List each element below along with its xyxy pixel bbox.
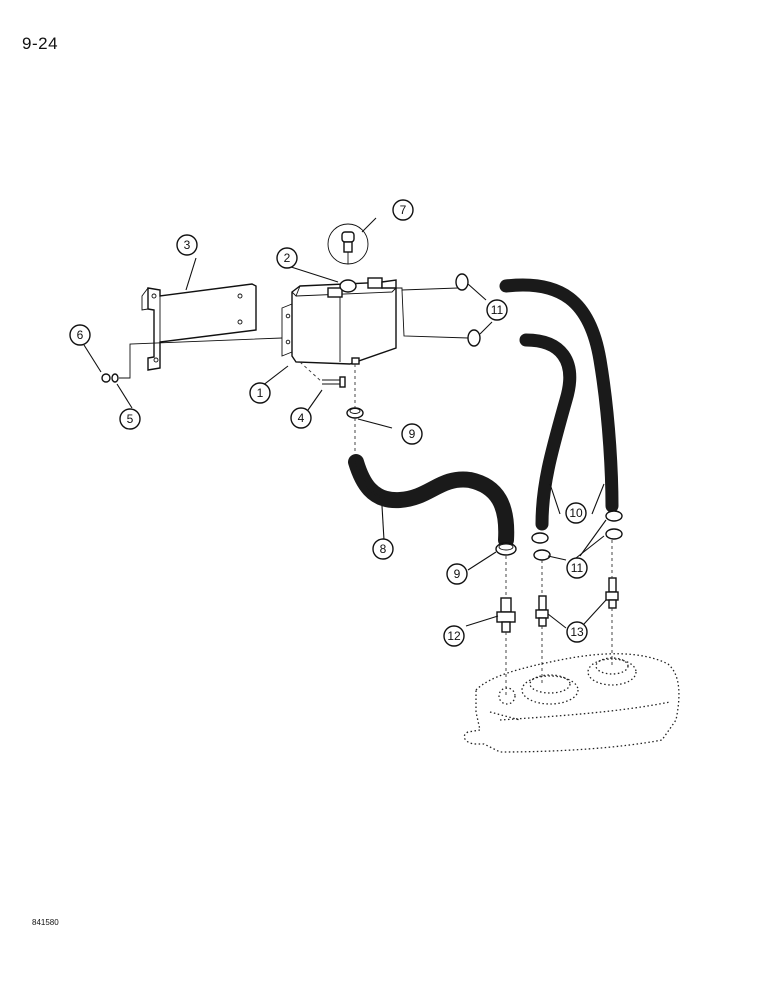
svg-text:1: 1 <box>257 386 264 400</box>
callout-10: 10 <box>565 502 587 524</box>
nut-and-washer <box>101 373 119 383</box>
svg-text:12: 12 <box>447 629 461 643</box>
fitting-13b <box>605 577 619 609</box>
gearbox-housing <box>463 653 680 753</box>
fitting-13a <box>535 595 549 627</box>
callout-9-upper: 9 <box>401 423 423 445</box>
svg-text:11: 11 <box>571 561 584 575</box>
hose-clamp <box>346 407 364 419</box>
page-number: 9-24 <box>22 34 59 53</box>
svg-text:13: 13 <box>570 625 584 639</box>
callout-4: 4 <box>290 407 312 429</box>
supply-hose-long <box>499 278 619 513</box>
svg-text:11: 11 <box>491 303 504 317</box>
svg-text:5: 5 <box>127 412 134 426</box>
svg-text:3: 3 <box>184 238 191 252</box>
bolt <box>322 376 346 388</box>
callout-7: 7 <box>392 199 414 221</box>
supply-hose-short <box>519 333 577 531</box>
mounting-bracket <box>141 283 257 371</box>
svg-text:9: 9 <box>409 427 416 441</box>
svg-text:8: 8 <box>380 542 387 556</box>
callout-8: 8 <box>372 538 394 560</box>
hose-clamp-bottom <box>495 542 517 556</box>
svg-text:9: 9 <box>454 567 461 581</box>
callout-9-lower: 9 <box>446 563 468 585</box>
callout-5: 5 <box>119 408 141 430</box>
callout-2: 2 <box>276 247 298 269</box>
figure-code: 841580 <box>32 918 59 927</box>
svg-text:2: 2 <box>284 251 291 265</box>
callout-3: 3 <box>176 234 198 256</box>
fitting-12 <box>496 597 516 633</box>
hose-clamp-top-2 <box>467 329 481 347</box>
svg-text:10: 10 <box>569 506 583 520</box>
breather-fitting <box>327 223 369 293</box>
callout-1: 1 <box>249 382 271 404</box>
svg-text:4: 4 <box>298 411 305 425</box>
svg-text:7: 7 <box>400 203 407 217</box>
return-hose <box>348 454 515 548</box>
hose-clamps-bottom <box>531 510 623 561</box>
callout-11-upper: 11 <box>486 299 508 321</box>
leader-lines <box>83 217 607 629</box>
hose-clamp-top-1 <box>455 273 469 291</box>
callout-12: 12 <box>443 625 465 647</box>
reservoir-tank <box>281 277 397 365</box>
callout-13: 13 <box>566 621 588 643</box>
callout-6: 6 <box>69 324 91 346</box>
svg-text:6: 6 <box>77 328 84 342</box>
callout-11-lower: 11 <box>566 557 588 579</box>
